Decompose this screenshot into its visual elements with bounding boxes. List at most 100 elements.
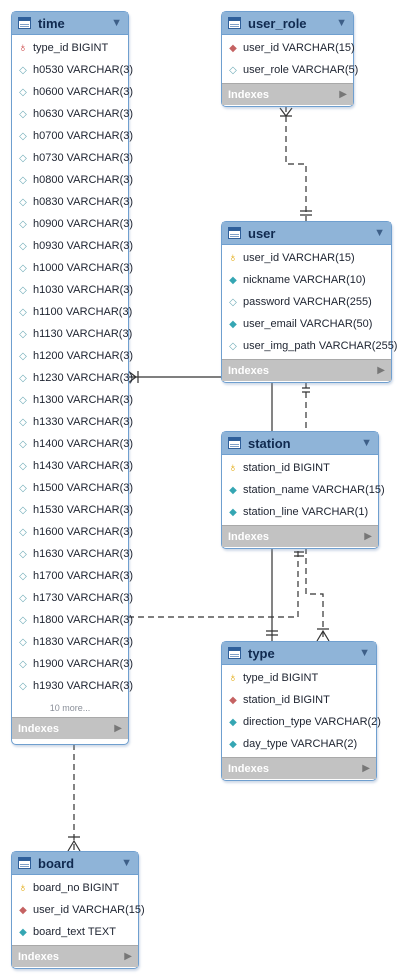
column-row[interactable]: ◆station_name VARCHAR(15) [222,479,385,501]
column-label: h1800 VARCHAR(3) [33,614,134,626]
table-header[interactable]: station ▼ [222,432,378,455]
column-row[interactable]: ◆nickname VARCHAR(10) [222,269,391,291]
column-icon: ◇ [19,284,27,296]
column-row[interactable]: ◇ h1700 VARCHAR(3) [12,565,133,587]
column-row[interactable]: ◇h1100 VARCHAR(3) [12,301,132,323]
column-label: h1930 VARCHAR(3) [33,680,134,692]
column-row[interactable]: ◆station_id BIGINT [222,689,376,711]
column-row[interactable]: ◆user_id VARCHAR(15) [12,899,145,921]
column-icon: ◇ [19,262,27,274]
column-row[interactable]: ◇h0900 VARCHAR(3) [12,213,133,235]
column-row[interactable]: ◇h1030 VARCHAR(3) [12,279,133,301]
expand-arrow-icon[interactable]: ▶ [362,763,370,774]
column-row[interactable]: ◇h0800 VARCHAR(3) [12,169,133,191]
column-row[interactable]: ◆station_line VARCHAR(1) [222,501,378,523]
table-icon [18,857,31,869]
column-row[interactable]: ◆user_id VARCHAR(15) [222,37,355,59]
column-row[interactable]: ◇h1530 VARCHAR(3) [12,499,133,521]
column-label: h1700 VARCHAR(3) [33,570,134,582]
table-board[interactable]: board ▼ ♀board_no BIGINT◆user_id VARCHAR… [11,851,145,969]
key-icon: ♀ [228,461,238,475]
indexes-footer[interactable]: Indexes ▶ [222,525,378,547]
column-icon: ◇ [19,570,27,582]
more-columns-link[interactable]: 10 more... [49,703,91,713]
column-row[interactable]: ♀type_id BIGINT [222,667,376,689]
column-icon: ◇ [19,438,27,450]
table-header[interactable]: user ▼ [222,222,391,245]
crowfoot-user-role [279,107,293,117]
column-row[interactable]: ♀board_no BIGINT [12,877,138,899]
table-header[interactable]: time ▼ [12,12,128,35]
column-row[interactable]: ◇h0730 VARCHAR(3) [12,147,133,169]
indexes-footer[interactable]: Indexes ▶ [12,945,138,967]
column-row[interactable]: ◇h0830 VARCHAR(3) [12,191,133,213]
expand-arrow-icon[interactable]: ▶ [114,723,122,734]
collapse-arrow-icon[interactable]: ▼ [374,227,385,239]
column-list: ♀type_id BIGINT◆station_id BIGINT◆direct… [222,665,381,757]
column-row[interactable]: ◇h0930 VARCHAR(3) [12,235,133,257]
expand-arrow-icon[interactable]: ▶ [364,531,372,542]
foreign-key-icon: ◆ [229,694,237,706]
column-row[interactable]: ◇h1830 VARCHAR(3) [12,631,133,653]
column-row[interactable]: ◇h1630 VARCHAR(3) [12,543,133,565]
table-icon [228,437,241,449]
table-time[interactable]: time ▼ ♀type_id BIGINT◇h0530 VARCHAR(3)◇… [11,11,133,745]
collapse-arrow-icon[interactable]: ▼ [359,647,370,659]
indexes-footer[interactable]: Indexes ▶ [222,757,376,779]
column-row[interactable]: ◇user_img_path VARCHAR(255) [222,335,397,357]
collapse-arrow-icon[interactable]: ▼ [361,437,372,449]
column-row[interactable]: ◇h1230 VARCHAR(3) [12,367,133,389]
indexes-label: Indexes [228,88,269,101]
column-row[interactable]: ◇h1930 VARCHAR(3) [12,675,133,697]
column-row[interactable]: ◇h1200 VARCHAR(3) [12,345,133,367]
column-row[interactable]: ◇h0600 VARCHAR(3) [12,81,133,103]
table-user-role[interactable]: user_role ▼ ◆user_id VARCHAR(15)◇user_ro… [221,11,358,107]
table-station[interactable]: station ▼ ♀ station_id BIGINT ◆station_nam… [221,431,385,549]
column-row[interactable]: ◆user_email VARCHAR(50) [222,313,391,335]
table-name: type [248,645,275,661]
crowfoot-type [316,628,330,642]
column-row[interactable]: ◇password VARCHAR(255) [222,291,391,313]
column-row[interactable]: ◆direction_type VARCHAR(2) [222,711,381,733]
column-row[interactable]: ◇h1730 VARCHAR(3) [12,587,133,609]
column-label: type_id BIGINT [33,42,109,54]
table-header[interactable]: user_role ▼ [222,12,353,35]
column-row[interactable]: ◇h0530 VARCHAR(3) [12,59,133,81]
column-label: user_id VARCHAR(15) [243,252,355,264]
column-row[interactable]: ◆board_text TEXT [12,921,138,943]
column-label: station_id BIGINT [243,462,330,474]
collapse-arrow-icon[interactable]: ▼ [336,17,347,29]
column-row[interactable]: ♀type_id BIGINT [12,37,128,59]
column-row[interactable]: ♀user_id VARCHAR(15) [222,247,391,269]
table-header[interactable]: board ▼ [12,852,138,875]
table-header[interactable]: type ▼ [222,642,376,665]
column-row[interactable]: ◇h1900 VARCHAR(3) [12,653,133,675]
column-row[interactable]: ◇h1300 VARCHAR(3) [12,389,133,411]
column-label: user_role VARCHAR(5) [243,64,359,76]
column-row[interactable]: ◇h1400 VARCHAR(3) [12,433,133,455]
column-row[interactable]: ◇h1330 VARCHAR(3) [12,411,133,433]
column-row[interactable]: ◇h1800 VARCHAR(3) [12,609,133,631]
column-row[interactable]: ◇user_role VARCHAR(5) [222,59,358,81]
column-label: user_id VARCHAR(15) [33,904,145,916]
column-row[interactable]: ◇h1430 VARCHAR(3) [12,455,133,477]
column-icon: ◇ [19,416,27,428]
table-user[interactable]: user ▼ ♀user_id VARCHAR(15)◆nickname VAR… [221,221,397,383]
column-row[interactable]: ◇h1500 VARCHAR(3) [12,477,133,499]
column-row[interactable]: ◇h1130 VARCHAR(3) [12,323,132,345]
column-row[interactable]: ◆day_type VARCHAR(2) [222,733,376,755]
expand-arrow-icon[interactable]: ▶ [339,89,347,100]
column-row[interactable]: ◇h1000 VARCHAR(3) [12,257,133,279]
collapse-arrow-icon[interactable]: ▼ [111,17,122,29]
expand-arrow-icon[interactable]: ▶ [124,951,132,962]
table-type[interactable]: type ▼ ♀type_id BIGINT◆station_id BIGINT… [221,641,381,781]
indexes-footer[interactable]: Indexes ▶ [222,83,353,105]
expand-arrow-icon[interactable]: ▶ [377,365,385,376]
column-row[interactable]: ◇h0630 VARCHAR(3) [12,103,133,125]
indexes-footer[interactable]: Indexes ▶ [222,359,391,381]
column-row[interactable]: ♀ station_id BIGINT [222,457,378,479]
column-row[interactable]: ◇h1600 VARCHAR(3) [12,521,133,543]
indexes-footer[interactable]: Indexes ▶ [12,717,128,739]
column-row[interactable]: ◇h0700 VARCHAR(3) [12,125,133,147]
collapse-arrow-icon[interactable]: ▼ [121,857,132,869]
